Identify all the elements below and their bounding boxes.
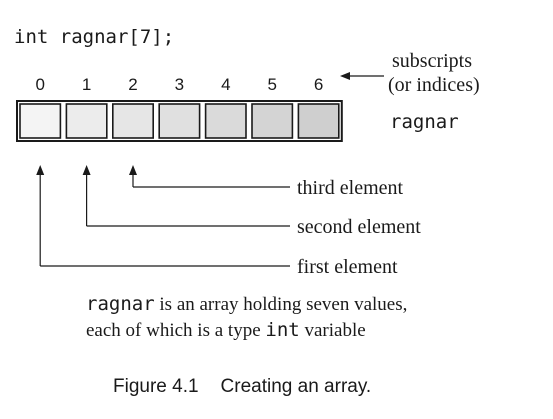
figure-number: Figure 4.1 (113, 376, 199, 397)
callout-arrowhead (129, 165, 137, 175)
description-line1-text: is an array holding seven values, (155, 294, 408, 315)
array-cells (16, 100, 343, 142)
figure-caption: Figure 4.1 Creating an array. (113, 376, 371, 397)
declaration-code: int ragnar[7]; (14, 26, 174, 48)
subscripts-label-line1: subscripts (392, 50, 472, 72)
description-array-name: ragnar (86, 293, 155, 315)
array-element-cell (112, 103, 155, 139)
array-name-label: ragnar (390, 111, 459, 133)
callouts: third element second element first element (36, 165, 421, 278)
callout-line (132, 171, 290, 188)
index-labels: 0 1 2 3 4 5 6 (35, 75, 323, 94)
callout-arrowhead (82, 165, 91, 175)
index-label: 0 (35, 75, 44, 94)
array-element-cell (19, 103, 62, 139)
index-label: 6 (314, 75, 323, 94)
description-line2-end: variable (300, 320, 366, 341)
description-line2-text: each of which is a type (86, 320, 265, 341)
array-element-cell (297, 103, 340, 139)
callout-arrowhead (36, 165, 45, 175)
array-element-cell (204, 103, 247, 139)
description-line1: ragnar is an array holding seven values, (86, 293, 407, 315)
index-label: 1 (82, 75, 91, 94)
callout-line (39, 171, 290, 267)
subscripts-arrow-head (340, 72, 350, 80)
callout-label: first element (297, 256, 398, 278)
index-label: 5 (267, 75, 276, 94)
callout-label: second element (297, 216, 421, 238)
callout-label: third element (297, 177, 404, 199)
index-label: 4 (221, 75, 230, 94)
array-element-cell (65, 103, 108, 139)
description-type-int: int (265, 319, 299, 341)
subscripts-label-line2: (or indices) (388, 74, 480, 96)
array-element-cell (251, 103, 294, 139)
index-label: 3 (175, 75, 184, 94)
figure-caption-text: Creating an array. (221, 376, 372, 397)
array-element-cell (158, 103, 201, 139)
description-line2: each of which is a type int variable (86, 319, 366, 341)
index-label: 2 (128, 75, 137, 94)
callout-line (86, 171, 290, 227)
